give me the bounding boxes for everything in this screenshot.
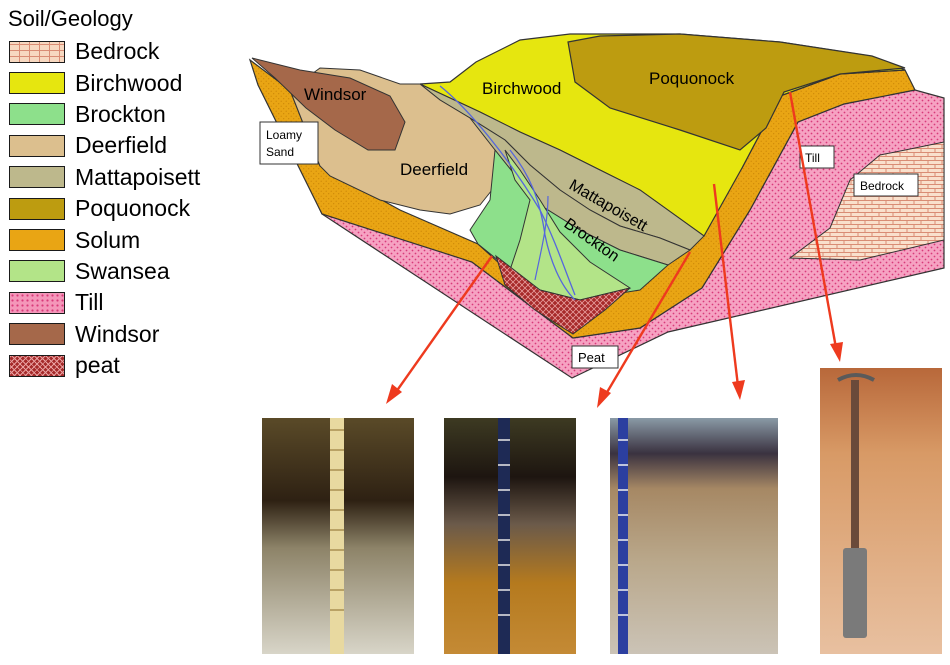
legend-label-birchwood: Birchwood (75, 69, 183, 96)
legend-item-bedrock: Bedrock (6, 36, 246, 67)
legend-label-windsor: Windsor (75, 320, 160, 347)
till-callout-label: Till (805, 151, 820, 165)
legend-item-till: Till (6, 287, 246, 318)
legend-item-poquonock: Poquonock (6, 193, 246, 224)
loamy-sand-callout: Loamy Sand (259, 121, 319, 165)
stream-line (534, 195, 549, 281)
soil-profile-photo-4 (820, 368, 942, 654)
legend-label-poquonock: Poquonock (75, 195, 191, 222)
stream-line (439, 85, 576, 296)
bedrock-layer (788, 141, 945, 261)
legend-label-peat: peat (75, 352, 120, 379)
legend-label-solum: Solum (75, 226, 141, 253)
legend-swatch-birchwood (9, 72, 65, 95)
arrow-to-photo-2 (597, 251, 692, 408)
label-windsor: Windsor (304, 85, 367, 104)
label-birchwood: Birchwood (482, 79, 561, 98)
legend-label-till: Till (75, 289, 104, 316)
legend-item-mattapoisett: Mattapoisett (6, 162, 246, 193)
legend-swatch-till (9, 291, 65, 314)
stream-line (509, 149, 576, 301)
soil-profile-photo-2 (444, 418, 576, 654)
poquonock-zone (567, 33, 906, 151)
soil-profile-photo-1 (262, 418, 414, 654)
label-poquonock: Poquonock (649, 69, 735, 88)
arrow-to-photo-3 (712, 183, 745, 400)
legend-swatch-peat (9, 354, 65, 377)
legend-swatch-brockton (9, 103, 65, 126)
legend-item-birchwood: Birchwood (6, 67, 246, 98)
legend-swatch-swansea (9, 260, 65, 283)
windsor-zone (251, 57, 406, 151)
legend-swatch-solum (9, 229, 65, 252)
legend-label-deerfield: Deerfield (75, 132, 168, 159)
legend: Soil/Geology Bedrock Birchwood Brockton … (6, 4, 246, 381)
legend-label-swansea: Swansea (75, 257, 170, 284)
peat-callout: Peat (571, 345, 619, 369)
peat-callout-label: Peat (578, 350, 605, 365)
legend-item-swansea: Swansea (6, 256, 246, 287)
legend-swatch-deerfield (9, 134, 65, 157)
legend-label-bedrock: Bedrock (75, 38, 160, 65)
peat-zone (495, 254, 631, 335)
bedrock-callout: Bedrock (853, 173, 919, 197)
soil-profile-photo-3 (610, 418, 778, 654)
legend-item-brockton: Brockton (6, 99, 246, 130)
label-deerfield: Deerfield (400, 160, 468, 179)
bedrock-callout-label: Bedrock (860, 179, 905, 193)
legend-item-deerfield: Deerfield (6, 130, 246, 161)
legend-swatch-poquonock (9, 197, 65, 220)
loamy-sand-label-line2: Sand (266, 145, 294, 159)
legend-swatch-windsor (9, 323, 65, 346)
legend-swatch-mattapoisett (9, 166, 65, 189)
arrow-to-photo-4 (788, 91, 843, 362)
legend-swatch-bedrock (9, 40, 65, 63)
legend-label-brockton: Brockton (75, 100, 166, 127)
arrow-to-photo-1 (386, 255, 493, 404)
till-callout: Till (799, 145, 835, 169)
legend-title: Soil/Geology (8, 6, 133, 31)
legend-item-peat: peat (6, 350, 246, 381)
loamy-sand-label-line1: Loamy (266, 128, 302, 142)
legend-item-windsor: Windsor (6, 319, 246, 350)
legend-label-mattapoisett: Mattapoisett (75, 163, 201, 190)
legend-item-solum: Solum (6, 224, 246, 255)
